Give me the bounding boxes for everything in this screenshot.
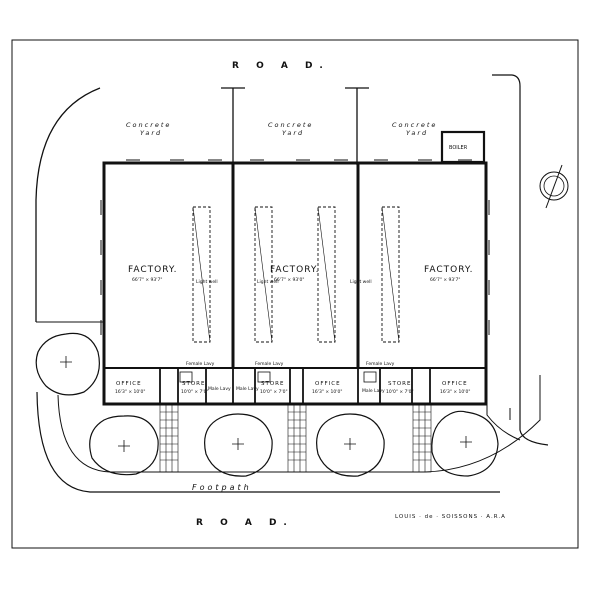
- office-label-3: OFFICE: [442, 381, 468, 387]
- trees: [35, 332, 499, 477]
- factory-label-3: FACTORY.: [424, 265, 473, 275]
- factory-block: [100, 159, 490, 406]
- tree-icon: [89, 415, 159, 476]
- office-label-1: OFFICE: [116, 381, 142, 387]
- yard-label-2: Concrete: [268, 121, 313, 129]
- store-dims-3: 10'0" × 7'0": [386, 389, 414, 395]
- tree-icon: [204, 413, 273, 477]
- store-dims-1: 10'0" × 7'0": [181, 389, 209, 395]
- yard-label-3b: Yard: [406, 129, 428, 137]
- drawing-border: [11, 39, 579, 549]
- light-well-label-1: Light well: [196, 279, 218, 285]
- factory-dims-3: 66'7" × 93'7": [430, 277, 460, 283]
- store-dims-2: 10'0" × 7'0": [260, 389, 288, 395]
- lavatory-label-3: Female Lavy: [366, 361, 395, 367]
- yard-label-2b: Yard: [282, 129, 304, 137]
- office-rows: [159, 368, 431, 404]
- lavatory-label-2: Female Lavy: [255, 361, 284, 367]
- male-lavy-label-3: Male Lavy: [362, 388, 385, 394]
- factory-dims-2: 66'7" × 93'0": [274, 277, 304, 283]
- office-dims-3: 16'3" × 10'0": [440, 389, 470, 395]
- tree-icon: [35, 332, 100, 396]
- light-well-label-2: Light well: [257, 279, 279, 285]
- boiler-label: BOILER: [449, 145, 468, 151]
- road-curve-right: [492, 74, 549, 446]
- lavatory-label-1: Female Lavy: [186, 361, 215, 367]
- yard-label-1: Concrete: [126, 121, 171, 129]
- north-arrow-icon: [539, 164, 569, 209]
- footpath-label: Footpath: [192, 483, 252, 492]
- road-curve-bottom-left: [36, 391, 500, 493]
- store-label-3: STORE: [388, 381, 411, 387]
- store-label-1: STORE: [182, 381, 205, 387]
- office-dims-1: 16'3" × 10'0": [115, 389, 145, 395]
- tree-icon: [316, 413, 385, 477]
- yard-label-1b: Yard: [140, 129, 162, 137]
- lamp-posts: [221, 87, 369, 165]
- road-label-bottom: R O A D.: [196, 518, 294, 528]
- entrance-paths: [159, 403, 432, 473]
- male-lavy-label-2: Male Lavy: [236, 386, 259, 392]
- office-label-2: OFFICE: [315, 381, 341, 387]
- factory-label-2: FACTORY.: [270, 265, 319, 275]
- boiler-room: [440, 130, 486, 164]
- factory-label-1: FACTORY.: [128, 265, 177, 275]
- male-lavy-label-1: Male Lavy: [208, 386, 231, 392]
- path-edge-right: [486, 400, 521, 441]
- light-wells: [192, 206, 400, 343]
- factory-dims-1: 66'7" × 93'7": [132, 277, 162, 283]
- tree-icon: [431, 410, 499, 477]
- edge-marks: [36, 321, 541, 420]
- store-label-2: STORE: [261, 381, 284, 387]
- light-well-label-3: Light well: [350, 279, 372, 285]
- architect-signature: LOUIS · de · SOISSONS · A.R.A: [395, 514, 506, 520]
- road-curve-top-left: [35, 87, 101, 322]
- yard-label-3: Concrete: [392, 121, 437, 129]
- office-dims-2: 16'3" × 10'0": [312, 389, 342, 395]
- road-label-top: R O A D.: [232, 61, 330, 71]
